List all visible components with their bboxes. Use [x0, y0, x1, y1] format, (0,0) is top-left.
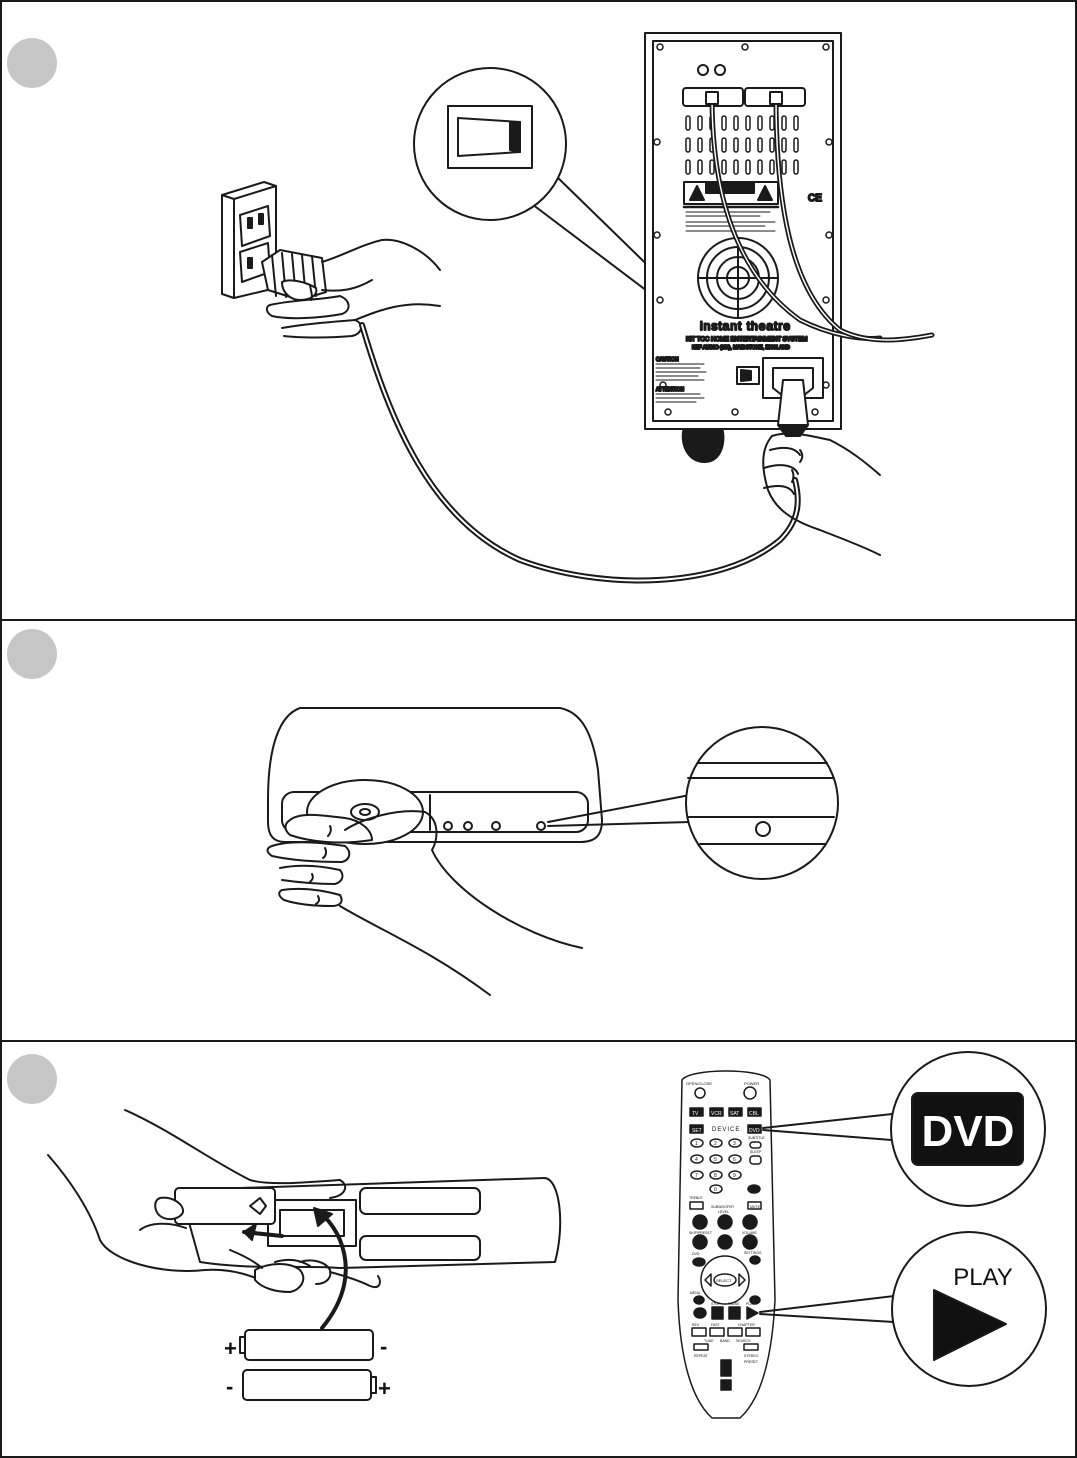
remote-play-label: PLAY: [746, 1302, 755, 1306]
remote-select-button[interactable]: SELECT: [716, 1278, 732, 1283]
remote-digit-4[interactable]: 4: [695, 1157, 698, 1163]
button-magnifier: [547, 726, 839, 880]
remote-digit-0[interactable]: 0: [714, 1187, 717, 1193]
remote-fast-label: FAST: [711, 1323, 721, 1327]
fan-grill: [697, 237, 779, 319]
panel-3-frame: [0, 1040, 1077, 1458]
remote-skip-label: SKIP/PRESET: [689, 1231, 713, 1235]
remote-chapter-label: CHAPTER: [738, 1323, 755, 1327]
remote-back-with-hands: [47, 1109, 562, 1330]
caution-small-text: CAUTION: [726, 185, 753, 191]
remote-stereo-label: STEREO: [744, 1354, 759, 1358]
plug-with-hand: [261, 238, 441, 339]
panel-3-illustration: + - - +: [47, 1051, 1047, 1419]
brand-subtitle: KIT TOC HOME ENTERTAINMENT SYSTEM: [686, 337, 807, 343]
battery-top: [244, 1329, 374, 1361]
remote-digit-5[interactable]: 5: [714, 1157, 717, 1163]
power-switch: [736, 366, 760, 385]
battery-top-left-sign: +: [224, 1336, 237, 1361]
remote-digit-8[interactable]: 8: [714, 1173, 717, 1179]
remote-digit-7[interactable]: 7: [695, 1173, 698, 1179]
ce-mark: CE: [808, 193, 822, 204]
panel-2-illustration: [266, 707, 839, 996]
dvd-callout: [762, 1051, 1046, 1207]
remote-band-label: BAND: [720, 1339, 730, 1343]
attention-heading: ATTENTION: [656, 387, 684, 393]
remote-set-button[interactable]: SET: [692, 1128, 702, 1134]
remote-tv-button[interactable]: TV: [692, 1111, 699, 1117]
remote-treble-label: TREBLE: [689, 1196, 703, 1200]
remote-cbl-button[interactable]: CBL: [749, 1111, 759, 1117]
remote-dvd-button[interactable]: DVD: [749, 1128, 760, 1134]
remote-subtitle-label: SUBTITLE: [748, 1136, 765, 1140]
remote-menu-label: MENU: [690, 1291, 701, 1295]
play-callout-label: PLAY: [953, 1264, 1013, 1291]
remote-rev-label: REV: [692, 1323, 700, 1327]
remote-power-label: POWER: [744, 1081, 759, 1086]
remote-stop-label: STOP: [711, 1302, 721, 1306]
remote-search-label: SEARCH: [736, 1339, 751, 1343]
remote-digit-2[interactable]: 2: [714, 1141, 717, 1147]
remote-device-label: DEVICE: [712, 1127, 740, 1133]
remote-pause-label: PAUSE: [728, 1302, 740, 1306]
remote-vcr-button[interactable]: VCR: [711, 1111, 722, 1117]
screws: [653, 43, 833, 416]
step-1-badge: [7, 38, 57, 88]
subwoofer-back: [644, 32, 935, 556]
remote-volume-label: VOLUME: [742, 1231, 757, 1235]
remote-control: [677, 1070, 776, 1419]
remote-digit-1[interactable]: 1: [695, 1141, 698, 1147]
step-3-badge: [7, 1054, 57, 1104]
battery-bottom: [242, 1369, 372, 1401]
remote-digit-6[interactable]: 6: [733, 1157, 736, 1163]
remote-level-label: LEVEL: [718, 1210, 729, 1214]
remote-preset-label: PRESET: [744, 1360, 759, 1364]
remote-sat-button[interactable]: SAT: [730, 1111, 739, 1117]
play-icon: [933, 1289, 1007, 1361]
remote-repeat-label: REPEAT: [694, 1354, 709, 1358]
remote-digit-9[interactable]: 9: [733, 1173, 736, 1179]
remote-mute-button[interactable]: MUTE: [750, 1205, 761, 1209]
remote-settings-label: SETTINGS: [744, 1251, 762, 1255]
battery-bottom-right-sign: +: [378, 1376, 391, 1401]
brand-address: KEF AUDIO (UK), MAIDSTONE, ENGLAND: [692, 345, 790, 351]
batteries: [239, 1329, 377, 1401]
play-callout: [759, 1231, 1047, 1387]
brand-name: instant theatre: [700, 319, 791, 333]
battery-bottom-left-sign: -: [226, 1374, 233, 1399]
battery-top-right-sign: -: [380, 1334, 387, 1359]
remote-tune-label: TUNE: [704, 1339, 714, 1343]
dvd-callout-label: DVD: [922, 1107, 1015, 1156]
caution-heading: CAUTION: [656, 357, 679, 363]
remote-digit-3[interactable]: 3: [733, 1141, 736, 1147]
battery-cover: [174, 1187, 276, 1225]
remote-dvd-menu-label: DVD: [692, 1252, 700, 1256]
remote-sleep-label: SLEEP: [750, 1150, 762, 1154]
hand-inserting-disc: [266, 810, 583, 996]
step-2-badge: [7, 629, 57, 679]
remote-subwoofer-label: SUBWOOFER: [711, 1205, 734, 1209]
panel-1-illustration: CAUTION CE instant theatre KIT TOC HOME …: [221, 32, 935, 584]
remote-open-close-label: OPEN/CLOSE: [686, 1081, 712, 1086]
remote-labels: OPEN/CLOSE POWER TV VCR SAT CBL SET DEVI…: [686, 1081, 765, 1364]
